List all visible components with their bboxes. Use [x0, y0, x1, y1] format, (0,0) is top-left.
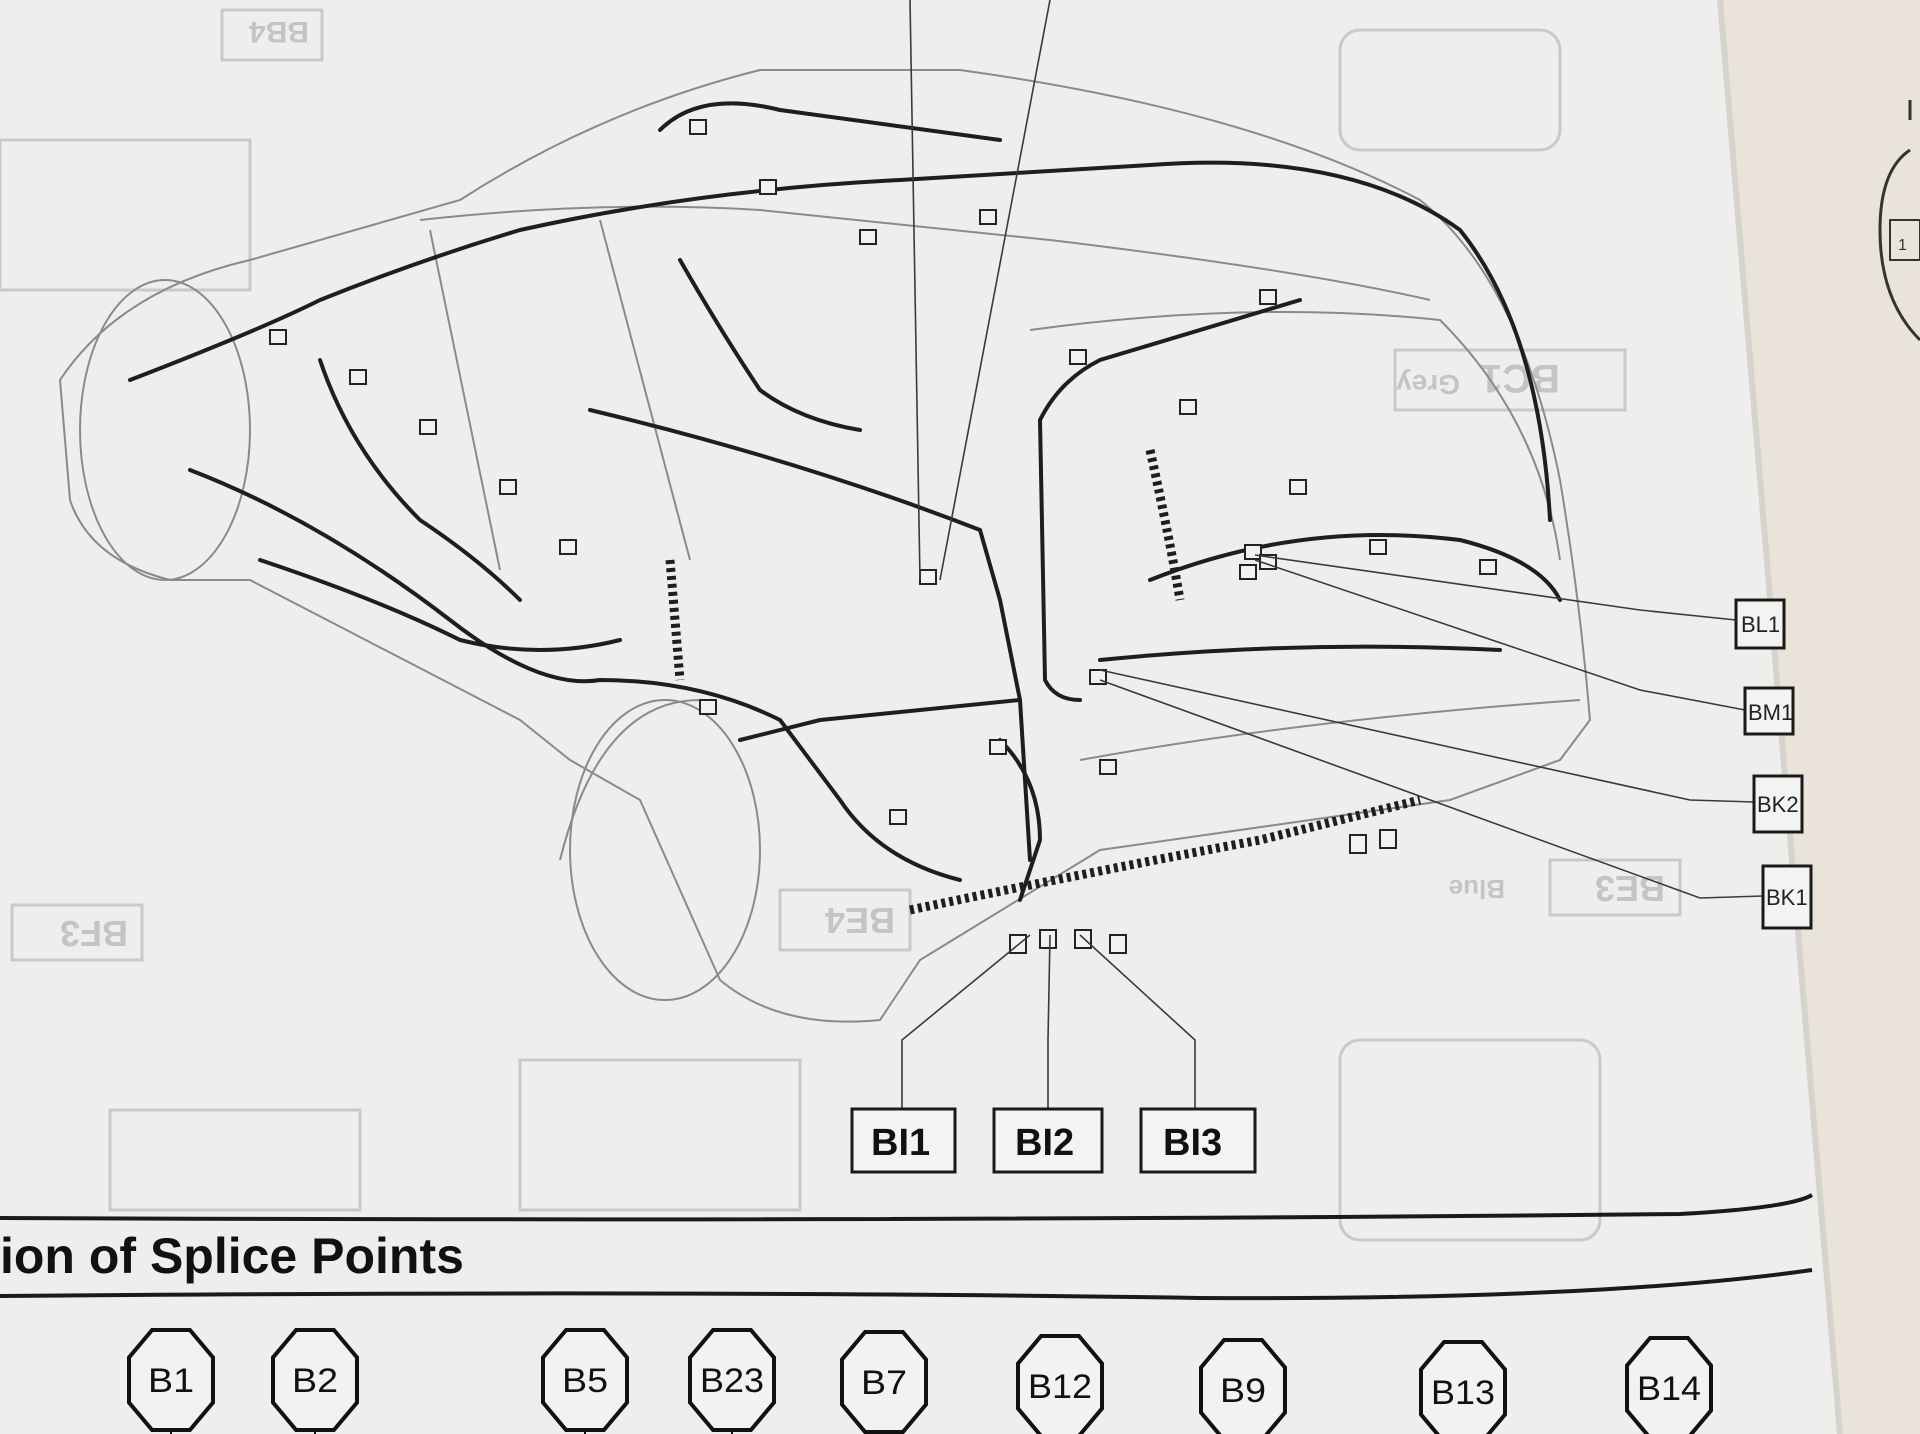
label-bk2: BK2: [1757, 792, 1799, 817]
splice-octagon: [688, 1328, 776, 1432]
section-title: ion of Splice Points: [0, 1228, 464, 1284]
ghost-label-be4: BE4: [825, 900, 895, 941]
label-bi3: BI3: [1163, 1122, 1222, 1164]
facing-page-connector: 1: [1878, 100, 1920, 342]
splice-label: B14: [1637, 1370, 1701, 1408]
splice-label: B9: [1220, 1372, 1266, 1410]
leader-lines: [901, 0, 1764, 1109]
splice-point-b13: B13: [1419, 1340, 1507, 1434]
label-bi2: BI2: [1015, 1122, 1074, 1164]
facing-page-pin-label: 1: [1898, 237, 1907, 254]
splice-label: B5: [562, 1362, 608, 1400]
ghost-label-bc1-color: Grey: [1396, 369, 1460, 400]
paper-page: [0, 0, 1840, 1434]
label-bm1: BM1: [1748, 700, 1793, 725]
connectors: [269, 119, 1497, 954]
connector-labels-bottom: BI1 BI2 BI3: [850, 1107, 1257, 1174]
ghost-label-bb4: BB4: [249, 15, 309, 48]
splice-octagon: [1419, 1340, 1507, 1434]
splice-point-b9: B9: [1199, 1338, 1287, 1434]
splice-octagon: [840, 1330, 928, 1434]
splice-point-b12: B12: [1016, 1334, 1104, 1434]
splice-label: B2: [292, 1362, 338, 1400]
label-bk1: BK1: [1766, 885, 1808, 910]
splice-label: B12: [1028, 1368, 1092, 1406]
splice-octagon: [1625, 1336, 1713, 1434]
ghost-label-bf3: BF3: [60, 913, 128, 954]
splice-octagon: [1199, 1338, 1287, 1434]
splice-label: B1: [148, 1362, 194, 1400]
splice-point-b2: B2: [271, 1328, 359, 1434]
splice-point-b5: B5: [541, 1328, 629, 1434]
bleed-through: BB4 BC1 Grey BE3 Blue BE4 BF3: [0, 8, 1682, 1242]
splice-point-b23: B23: [688, 1328, 776, 1434]
splice-point-b14: B14: [1625, 1336, 1713, 1434]
wire-harness: [128, 101, 1562, 915]
label-bi1: BI1: [871, 1122, 930, 1164]
splice-point-b7: B7: [840, 1330, 928, 1434]
splice-octagon: [541, 1328, 629, 1432]
splice-octagon: [127, 1328, 215, 1432]
splice-point-b1: B1: [127, 1328, 215, 1434]
splice-label: B23: [700, 1362, 764, 1400]
splice-octagon: [271, 1328, 359, 1432]
splice-points: B1 B2 B5 B23 B7 B12 B9 B13 B14: [127, 1328, 1713, 1434]
vehicle-outline: [58, 69, 1592, 1023]
splice-label: B7: [861, 1364, 907, 1402]
ghost-label-be3: BE3: [1595, 868, 1665, 909]
header-rule-bottom: [0, 1268, 1813, 1301]
ghost-label-be3-color: Blue: [1449, 874, 1505, 904]
connector-labels-right: BL1 BM1 BK2 BK1: [1734, 598, 1813, 930]
header-rule-top: [0, 1193, 1814, 1222]
splice-octagon: [1016, 1334, 1104, 1434]
splice-label: B13: [1431, 1374, 1495, 1412]
label-bl1: BL1: [1741, 612, 1780, 637]
ghost-label-bc1: BC1: [1480, 356, 1560, 400]
